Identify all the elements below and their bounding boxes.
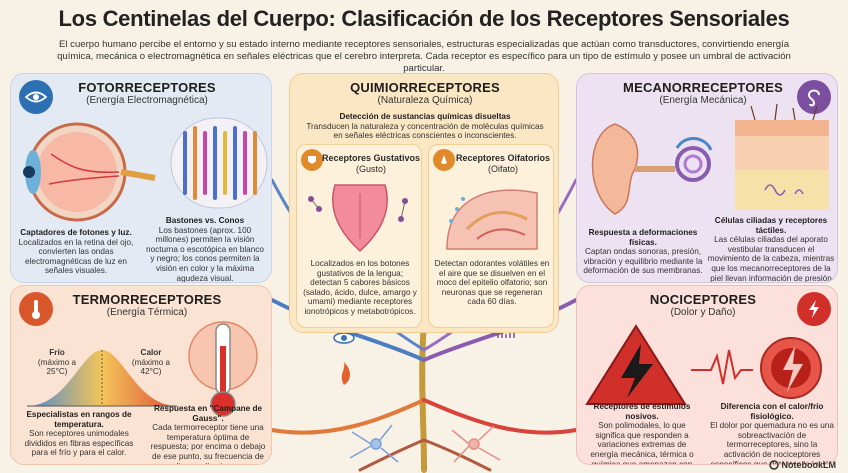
termorreceptores-right-title: Respuesta en "Campane de Gauss". <box>153 404 263 423</box>
nociceptores-subheading: (Dolor y Daño) <box>670 307 736 318</box>
nociceptores-left-title: Receptores de estímulos nosivos. <box>593 402 691 421</box>
quimiorreceptores-lead: Detección de sustancias químicas disuelt… <box>302 112 548 141</box>
fotorreceptores-right-text: Bastones vs. Conos Los bastones (aprox. … <box>143 216 267 283</box>
mecanorreceptores-heading: MECANORRECEPTORES <box>623 80 783 95</box>
mecanorreceptores-panel: MECANORRECEPTORES (Energía Mecánica) Res… <box>576 73 838 283</box>
fotorreceptores-left-body: Localizados en la retina del ojo, convie… <box>18 237 134 276</box>
termorreceptores-right-body: Cada termorreceptor tiene una temperatur… <box>150 423 266 464</box>
neuron-right <box>451 425 501 463</box>
eye-icon <box>24 91 48 103</box>
mecanorreceptores-right-title: Células ciliadas y receptores táctiles. <box>714 216 828 235</box>
quimiorreceptores-header: QUIMIORRECEPTORES (Naturaleza Química) <box>290 80 558 106</box>
hot-range: (máximo a 42°C) <box>131 357 171 377</box>
mecanorreceptores-right-text: Células ciliadas y receptores táctiles. … <box>707 216 835 283</box>
mecanorreceptores-left-body: Captan ondas sonoras, presión, vibración… <box>583 247 703 276</box>
quimiorreceptores-subheading: (Naturaleza Química) <box>377 95 473 106</box>
nociceptores-left-body: Son polimodales, lo que significa que re… <box>590 421 694 465</box>
quimiorreceptores-lead-body: Transducen la naturaleza y concentración… <box>306 121 544 141</box>
gustativos-body: Localizados en los botones gustativos de… <box>303 259 417 316</box>
mecanorreceptores-right-body: Las células ciliadas del aporato vestibu… <box>707 235 835 283</box>
thermometer-icon-badge <box>19 292 53 326</box>
nose-icon <box>441 155 447 164</box>
brand-watermark: NotebookLM <box>768 460 837 470</box>
nociceptores-right-body: El dolor por quemadura no es una sobreac… <box>710 421 834 465</box>
termorreceptores-heading: TERMORRECEPTORES <box>72 292 222 307</box>
skin-layers-illustration <box>735 103 829 210</box>
eye-anatomy-illustration <box>23 122 156 222</box>
tongue-icon-badge <box>301 149 323 171</box>
gustativos-card: Receptores Gustativos (Gusto) Localizado… <box>296 144 422 328</box>
intro-text: El cuerpo humano percibe el entorno y su… <box>57 39 791 74</box>
mecanorreceptores-left-text: Respuesta a deformaciones físicas. Capta… <box>583 228 703 276</box>
thermometer-icon <box>32 300 40 319</box>
nociceptores-right-text: Diferencia con el calor/frío fisiológico… <box>709 402 835 465</box>
hot-label-group: Calor (máximo a 42°C) <box>121 348 181 377</box>
eye-icon-badge <box>19 80 53 114</box>
quimiorreceptores-lead-title: Detección de sustancias químicas disuelt… <box>339 112 511 121</box>
nociceptores-heading: NOCICEPTORES <box>649 292 757 307</box>
ear-icon-badge <box>797 80 831 114</box>
termorreceptores-subheading: (Energía Térmica) <box>106 307 188 318</box>
nociceptores-left-text: Receptores de estímulos nosivos. Son pol… <box>583 402 701 465</box>
olfatorios-card: Receptores Oifatorios (Oifato) Detectan … <box>428 144 554 328</box>
olfatorios-subheading: (Oifato) <box>487 164 518 174</box>
mecanorreceptores-header: MECANORRECEPTORES (Energía Mecánica) <box>613 80 793 106</box>
cold-label: Frío <box>49 348 65 357</box>
gustativos-heading: Receptores Gustativos <box>321 153 421 163</box>
ear-icon <box>807 89 820 107</box>
notebooklm-logo-icon <box>768 460 779 470</box>
olfatorios-body: Detectan odorantes volátiles en el aire … <box>434 259 550 307</box>
olfatorios-header: Receptores Oifatorios (Oifato) <box>453 153 553 175</box>
mecanorreceptores-subheading: (Energía Mecánica) <box>659 95 747 106</box>
nasal-cavity-illustration <box>446 189 538 250</box>
fotorreceptores-left-text: Captadores de fotones y luz. Localizados… <box>17 228 135 276</box>
brand-label: NotebookLM <box>781 460 837 470</box>
cold-range: (máximo a 25°C) <box>37 357 77 377</box>
fotorreceptores-left-title: Captadores de fotones y luz. <box>20 228 132 237</box>
hot-label: Calor <box>140 348 162 357</box>
nociceptores-panel: NOCICEPTORES (Dolor y Daño) Receptores d… <box>576 285 838 465</box>
neuron-left <box>349 424 399 463</box>
quimiorreceptores-panel: QUIMIORRECEPTORES (Naturaleza Química) D… <box>289 73 559 333</box>
termorreceptores-panel: TERMORRECEPTORES (Energía Térmica) Frío … <box>10 285 272 465</box>
termorreceptores-right-text: Respuesta en "Campane de Gauss". Cada te… <box>147 404 269 464</box>
thermometer-illustration <box>188 321 258 417</box>
termorreceptores-left-title: Especialistas en rangos de temperatura. <box>26 410 132 429</box>
page-title: Los Centinelas del Cuerpo: Clasificación… <box>58 6 790 31</box>
termorreceptores-header: TERMORRECEPTORES (Energía Térmica) <box>57 292 237 318</box>
fotorreceptores-subheading: (Energía Electromagnética) <box>86 95 208 106</box>
mecanorreceptores-left-title: Respuesta a deformaciones físicas. <box>588 228 698 247</box>
ear-anatomy-illustration <box>591 123 713 215</box>
wave-small-icon <box>497 326 515 338</box>
fotorreceptores-heading: FOTORRECEPTORES <box>78 80 216 95</box>
termorreceptores-left-text: Especialistas en rangos de temperatura. … <box>17 410 141 458</box>
fotorreceptores-right-body: Los bastones (aprox. 100 millones) permi… <box>146 225 264 283</box>
termorreceptores-left-body: Son receptores unimodales divididos en f… <box>24 429 134 458</box>
gustativos-header: Receptores Gustativos (Gusto) <box>321 153 421 175</box>
gustativos-subheading: (Gusto) <box>355 164 386 174</box>
flame-small-icon <box>341 362 350 385</box>
lightning-icon <box>809 300 819 318</box>
cold-label-group: Frío (máximo a 25°C) <box>29 348 85 377</box>
fotorreceptores-right-title: Bastones vs. Conos <box>165 216 245 225</box>
eye-small-icon <box>333 332 355 344</box>
nociceptores-right-title: Diferencia con el calor/frío fisiológico… <box>720 402 824 421</box>
rods-cones-illustration <box>170 117 268 209</box>
lightning-icon-badge <box>797 292 831 326</box>
nose-icon-badge <box>433 149 455 171</box>
quimiorreceptores-heading: QUIMIORRECEPTORES <box>350 80 500 95</box>
gauss-curve-illustration <box>27 350 177 407</box>
nociceptores-header: NOCICEPTORES (Dolor y Daño) <box>613 292 793 318</box>
warning-sign-illustration <box>585 324 687 405</box>
tongue-illustration <box>308 184 408 253</box>
fotorreceptores-panel: FOTORRECEPTORES (Energía Electromagnétic… <box>10 73 272 283</box>
olfatorios-heading: Receptores Oifatorios <box>455 153 551 163</box>
fotorreceptores-header: FOTORRECEPTORES (Energía Electromagnétic… <box>57 80 237 106</box>
pain-wave-illustration <box>691 337 822 399</box>
tongue-icon <box>308 156 316 164</box>
